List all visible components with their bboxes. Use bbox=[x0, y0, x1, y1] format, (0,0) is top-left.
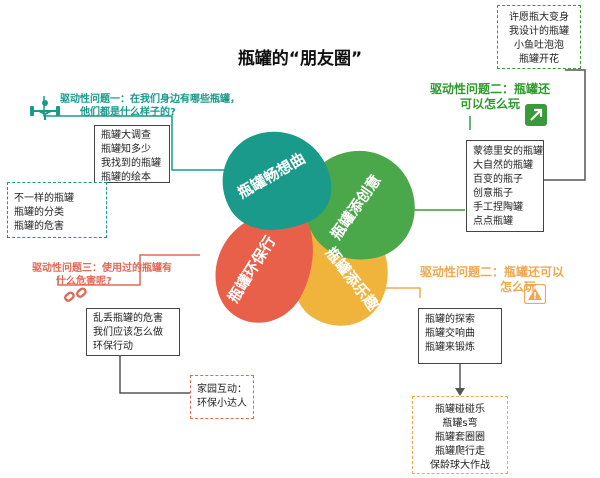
question1-sub-box: 不一样的瓶罐 瓶罐的分类 瓶罐的危害 bbox=[7, 182, 107, 238]
question2-top-title: 驱动性问题二：瓶罐还 可以怎么玩 bbox=[420, 82, 560, 112]
petal-red bbox=[215, 211, 313, 323]
list-item: 手工捏陶罐 bbox=[473, 202, 523, 213]
warning-icon bbox=[524, 284, 546, 304]
question2-top-activities-box: 蒙德里安的瓶罐 大自然的瓶罐 百变的瓶子 创意瓶子 手工捏陶罐 点点瓶罐 bbox=[466, 140, 544, 232]
list-item: 我们应该怎么做 bbox=[93, 327, 163, 338]
arrow-up-right-icon bbox=[525, 104, 547, 126]
list-item: 瓶罐爬行走 bbox=[435, 446, 485, 457]
question1-title: 驱动性问题一：在我们身边有哪些瓶罐， 他们都是什么样子的? bbox=[60, 93, 240, 119]
list-item: 瓶罐的绘本 bbox=[101, 172, 151, 183]
question3-sub-box: 家园互动： 环保小达人 bbox=[190, 375, 254, 419]
list-item: 不一样的瓶罐 bbox=[14, 193, 74, 204]
list-item: 大自然的瓶罐 bbox=[473, 160, 533, 171]
question2-bottom-activities-box: 瓶罐的探索 瓶罐交响曲 瓶罐来锻炼 bbox=[418, 308, 502, 364]
list-item: 瓶罐的分类 bbox=[14, 207, 64, 218]
list-item: 瓶罐的探索 bbox=[425, 314, 475, 325]
question2-top-line2: 可以怎么玩 bbox=[459, 97, 520, 111]
question3-activities-box: 乱丢瓶罐的危害 我们应该怎么做 环保行动 bbox=[86, 308, 180, 356]
weightlifter-icon bbox=[30, 100, 60, 120]
list-item: 蒙德里安的瓶罐 bbox=[473, 146, 543, 157]
petal-green bbox=[304, 150, 415, 260]
question3-line2: 什么危害呢? bbox=[56, 276, 112, 287]
list-item: 我设计的瓶罐 bbox=[509, 26, 569, 37]
list-item: 乱丢瓶罐的危害 bbox=[93, 313, 163, 324]
broken-chain-icon bbox=[64, 287, 87, 302]
question1-activities-box: 瓶罐大调查 瓶罐知多少 我找到的瓶罐 瓶罐的绘本 bbox=[94, 125, 170, 183]
list-item: 瓶罐的危害 bbox=[14, 221, 64, 232]
list-item: 环保行动 bbox=[93, 341, 133, 352]
petal-teal bbox=[222, 131, 332, 230]
petal-diagram: 瓶罐畅想曲 瓶罐添创意 瓶罐环保行 瓶罐添乐趣 bbox=[215, 131, 415, 326]
list-item: 点点瓶罐 bbox=[473, 216, 513, 227]
question2-bottom-line1: 驱动性问题二：瓶罐还可以 bbox=[420, 265, 565, 279]
list-item: 家园互动： bbox=[197, 384, 247, 395]
question2-top-line1: 驱动性问题二：瓶罐还 bbox=[429, 82, 550, 96]
question3-title: 驱动性问题三：使用过的瓶罐有 什么危害呢? bbox=[32, 262, 172, 288]
list-item: 瓶罐来锻炼 bbox=[425, 342, 475, 353]
list-item: 保龄球大作战 bbox=[430, 460, 490, 471]
list-item: 我找到的瓶罐 bbox=[101, 158, 161, 169]
question2-bottom-sub-box: 瓶罐碰碰乐 瓶罐s弯 瓶罐套圈圈 瓶罐爬行走 保龄球大作战 bbox=[412, 396, 508, 474]
question1-line2: 他们都是什么样子的? bbox=[80, 107, 176, 118]
list-item: 百变的瓶子 bbox=[473, 174, 523, 185]
question3-line1: 驱动性问题三：使用过的瓶罐有 bbox=[32, 263, 172, 274]
list-item: 瓶罐大调查 bbox=[101, 130, 151, 141]
list-item: 环保小达人 bbox=[197, 398, 247, 409]
list-item: 瓶罐碰碰乐 bbox=[435, 404, 485, 415]
question2-top-extra-box: 许愿瓶大变身 我设计的瓶罐 小鱼吐泡泡 瓶罐开花 bbox=[497, 5, 581, 69]
list-item: 许愿瓶大变身 bbox=[509, 12, 569, 23]
list-item: 瓶罐知多少 bbox=[101, 144, 151, 155]
list-item: 瓶罐开花 bbox=[519, 54, 559, 65]
list-item: 创意瓶子 bbox=[473, 188, 513, 199]
page-title: 瓶罐的“朋友圈” bbox=[237, 49, 363, 69]
question2-bottom-title: 驱动性问题二：瓶罐还可以 怎么玩 bbox=[420, 265, 564, 295]
list-item: 瓶罐s弯 bbox=[442, 418, 478, 429]
list-item: 瓶罐套圈圈 bbox=[435, 432, 485, 443]
list-item: 瓶罐交响曲 bbox=[425, 328, 475, 339]
question1-line1: 驱动性问题一：在我们身边有哪些瓶罐， bbox=[60, 94, 240, 105]
list-item: 小鱼吐泡泡 bbox=[514, 40, 564, 51]
question2-bottom-line2: 怎么玩 bbox=[500, 280, 537, 294]
